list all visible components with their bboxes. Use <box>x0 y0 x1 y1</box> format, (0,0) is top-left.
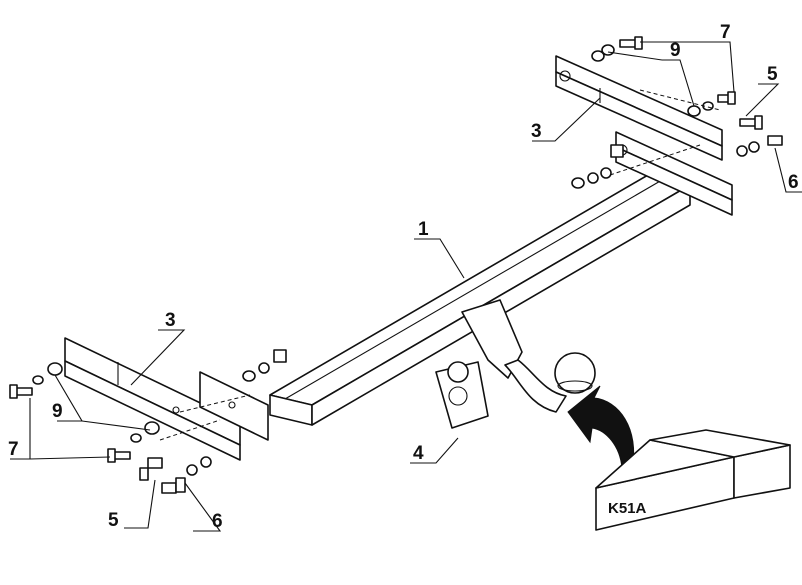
label-bolt-left: 6 <box>212 511 223 532</box>
side-bracket-left <box>64 337 269 461</box>
ball-mount <box>435 299 596 429</box>
label-washer-right: 9 <box>670 40 681 61</box>
kit-box: K51A <box>595 429 791 531</box>
fasteners-left <box>9 349 287 494</box>
fasteners-right <box>571 36 783 189</box>
label-washer-left: 9 <box>52 401 63 422</box>
label-nut-left: 5 <box>108 510 119 531</box>
label-screw-left: 7 <box>8 439 19 460</box>
label-bolt-right: 6 <box>788 172 799 193</box>
label-crossbar: 1 <box>418 219 429 240</box>
label-side-bracket-left: 3 <box>165 310 176 331</box>
label-nut-right: 5 <box>767 64 778 85</box>
kit-box-label: K51A <box>608 500 647 517</box>
side-bracket-right <box>555 55 733 216</box>
label-screw-right: 7 <box>720 22 731 43</box>
part-labels: 1 3 3 4 5 5 6 6 7 7 9 9 <box>8 22 799 532</box>
label-ball-mount: 4 <box>413 443 424 464</box>
label-side-bracket-right: 3 <box>531 121 542 142</box>
leader-lines <box>10 41 802 532</box>
install-arrow <box>567 385 635 471</box>
